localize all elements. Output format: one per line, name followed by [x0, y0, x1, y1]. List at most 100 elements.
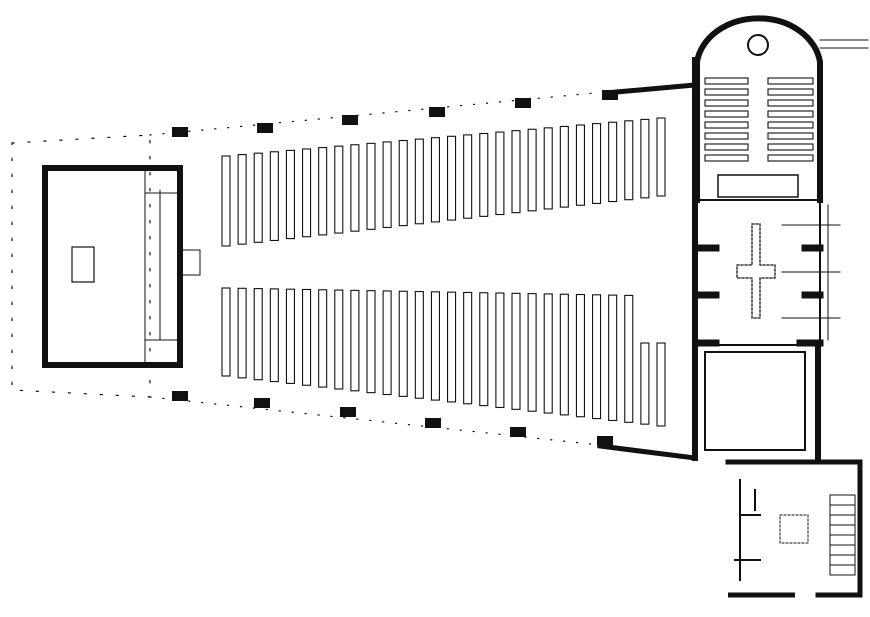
pew-upper [350, 144, 360, 232]
buttress [172, 391, 188, 401]
pew-lower [463, 291, 473, 405]
apse [694, 15, 823, 203]
pew-lower [350, 289, 360, 392]
pew-lower [366, 290, 376, 394]
pew-lower [575, 293, 585, 418]
buttress [172, 127, 188, 137]
pew-upper [366, 142, 376, 230]
apse-screen [717, 174, 799, 198]
pew-upper [463, 134, 473, 219]
buttress [602, 90, 618, 100]
apse-pew [767, 121, 814, 129]
pew-lower [334, 289, 344, 390]
apse-pew [704, 88, 749, 96]
pew-lower [285, 288, 295, 384]
apse-pew [704, 121, 749, 129]
pew-lower [592, 294, 602, 420]
cross-outline [736, 223, 776, 319]
nave-north-wall [149, 91, 606, 136]
pew-upper [624, 120, 634, 201]
pew-lower [221, 287, 231, 377]
pew-upper [527, 128, 537, 212]
pew-lower [237, 287, 247, 379]
sacristy-table [779, 514, 809, 544]
entry-line [819, 39, 869, 49]
apse-pew [767, 154, 814, 162]
pew-lower [414, 291, 424, 399]
apse-pew [767, 99, 814, 107]
buttress [425, 418, 441, 428]
pew-lower [269, 288, 279, 383]
nave-north-wall-thick [602, 82, 698, 96]
lower-room [704, 351, 806, 451]
pew-lower [447, 291, 457, 403]
pew-upper [398, 139, 408, 227]
gallery [144, 189, 201, 341]
apse-pew [767, 88, 814, 96]
pew-lower [640, 342, 650, 425]
pew-upper [382, 141, 392, 229]
buttress [340, 407, 356, 417]
buttress [342, 115, 358, 125]
pew-lower [398, 290, 408, 397]
pew-upper [237, 154, 247, 245]
apse-pew [704, 110, 749, 118]
apse-pews [704, 77, 814, 162]
pew-upper [253, 152, 263, 243]
pew-upper [447, 135, 457, 221]
cross-room-piers [693, 244, 824, 347]
west-annex-outline [11, 134, 151, 398]
altar-block [71, 246, 95, 283]
pew-upper [575, 124, 585, 206]
pew-upper [559, 125, 569, 208]
dimension-lines [781, 204, 841, 341]
pew-upper [592, 123, 602, 204]
west-stair-upper [144, 167, 181, 194]
buttress [510, 427, 526, 437]
buttresses [172, 90, 618, 446]
apse-pew [767, 132, 814, 140]
west-stair-lower [144, 339, 181, 366]
pew-upper [334, 145, 344, 234]
buttress [257, 123, 273, 133]
sacristy-partitions [734, 479, 761, 581]
sacristy [725, 459, 863, 598]
apse-pew [704, 143, 749, 151]
pew-upper [495, 131, 505, 216]
apse-pew [704, 154, 749, 162]
pew-upper [318, 147, 328, 236]
apse-pew [704, 132, 749, 140]
pew-lower [608, 294, 618, 421]
apse-pew [767, 143, 814, 151]
pew-lower [543, 293, 553, 414]
pew-lower [495, 292, 505, 409]
buttress [515, 98, 531, 108]
pew-lower [559, 293, 569, 416]
nave-south-wall-thick [597, 443, 698, 461]
pew-lower [656, 342, 666, 427]
pew-upper [608, 121, 618, 203]
pew-upper [511, 130, 521, 214]
buttress [254, 398, 270, 408]
pew-lower [253, 288, 263, 381]
west-room [42, 165, 183, 368]
pew-upper [414, 138, 424, 225]
pew-upper [221, 155, 231, 247]
pew-lower [479, 292, 489, 407]
pew-upper [656, 117, 666, 197]
pew-lower [318, 289, 328, 388]
pews [221, 117, 666, 427]
pew-lower [302, 288, 312, 386]
buttress [597, 436, 613, 446]
apse-pew [704, 99, 749, 107]
apse-pew [767, 77, 814, 85]
pew-upper [269, 151, 279, 241]
pew-upper [640, 118, 650, 199]
pew-lower [624, 294, 634, 423]
pew-upper [430, 137, 440, 223]
pew-upper [479, 132, 489, 217]
apse-pew [704, 77, 749, 85]
apse-pew [767, 110, 814, 118]
sacristy-stair [829, 494, 856, 576]
